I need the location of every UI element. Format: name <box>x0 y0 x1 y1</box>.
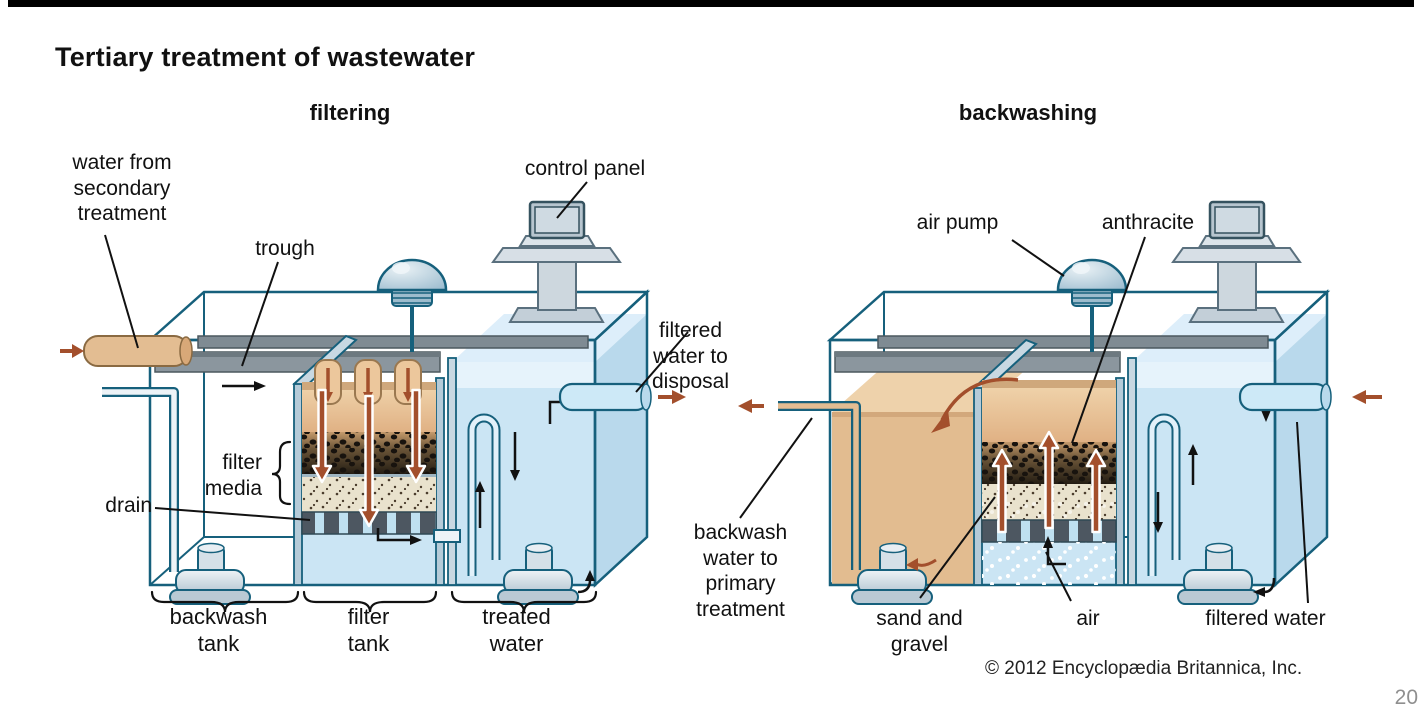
control-panel <box>1171 200 1302 323</box>
label-sand-gravel: sand and gravel <box>876 607 963 656</box>
copyright-credit: © 2012 Encyclopædia Britannica, Inc. <box>985 658 1303 679</box>
label-control-panel: control panel <box>524 157 646 180</box>
label-filtered-water-disposal: filtered water to disposal <box>651 319 730 394</box>
air-pump-dome <box>1056 258 1128 352</box>
label-filter-tank: filter tank <box>347 604 390 656</box>
label-trough: trough <box>255 237 315 260</box>
backwash-outflow-arrow <box>738 399 764 413</box>
inflow-arrow <box>1352 390 1382 404</box>
label-backwash-water: backwash water to primary treatment <box>693 521 788 621</box>
backwashing-heading: backwashing <box>958 100 1098 125</box>
label-air: air <box>1076 607 1100 630</box>
trough-flow-arrow <box>222 381 266 391</box>
label-filtered-water: filtered water <box>1205 607 1326 630</box>
treated-water-fill <box>452 314 647 585</box>
outlet-pipe <box>558 382 652 412</box>
pump-dome <box>376 258 448 352</box>
leader-lines <box>739 236 1309 604</box>
backwash-pump <box>169 542 251 605</box>
upflow-arrows <box>991 430 1107 534</box>
label-treated-water: treated water <box>482 604 551 656</box>
backwash-pipe <box>102 387 179 572</box>
underdrain-outlet <box>376 528 461 545</box>
label-air-pump: air pump <box>916 211 999 234</box>
treated-tank-pipe <box>467 413 501 576</box>
filtered-water-inlet-pipe <box>1238 382 1332 412</box>
downflow-arrows <box>311 388 427 528</box>
top-edge-bar <box>8 0 1414 7</box>
label-anthracite: anthracite <box>1101 211 1195 234</box>
leader-lines <box>104 181 689 521</box>
trough-bar <box>834 335 1269 373</box>
inflow-arrow <box>60 344 84 358</box>
backwash-out-pipe <box>778 401 861 570</box>
label-water-source: water from secondary treatment <box>72 151 172 226</box>
filtering-diagram <box>60 181 689 613</box>
backwash-pump <box>851 542 937 605</box>
page-title: Tertiary treatment of wastewater <box>55 42 476 72</box>
label-filter-media: filter media <box>204 451 262 500</box>
label-backwash-tank: backwash tank <box>169 604 268 656</box>
filtering-heading: filtering <box>309 100 391 125</box>
label-drain: drain <box>105 494 152 517</box>
page-number: 20 <box>1394 686 1418 709</box>
air-flow-arrow <box>1043 536 1066 566</box>
treated-pump <box>497 542 579 605</box>
inlet-pipe <box>83 335 193 367</box>
tank-braces <box>150 590 598 613</box>
backwashing-diagram <box>738 200 1382 605</box>
spill-arrow <box>931 377 1019 433</box>
filter-media-brace <box>271 440 292 506</box>
outflow-arrow <box>658 390 686 404</box>
treated-tank-pipe <box>1147 413 1181 576</box>
control-panel <box>491 200 622 323</box>
treated-pump <box>1177 542 1259 605</box>
